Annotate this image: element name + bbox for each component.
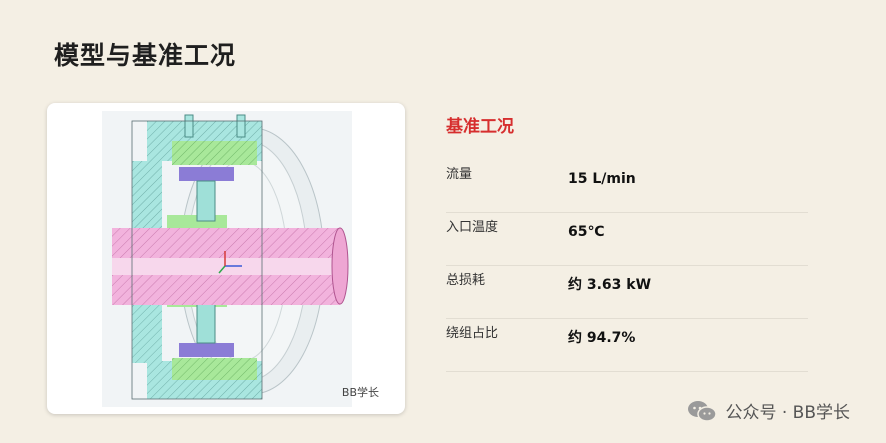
condition-value: 约 94.7% bbox=[568, 330, 636, 346]
image-watermark: BB学长 bbox=[341, 386, 379, 399]
condition-label: 流量 bbox=[446, 167, 473, 182]
wechat-icon bbox=[687, 400, 718, 422]
conditions-title: 基准工况 bbox=[446, 117, 514, 137]
condition-row-winding-share: 绕组占比 约 94.7% bbox=[446, 319, 808, 372]
condition-row-flow: 流量 15 L/min bbox=[446, 160, 808, 213]
condition-value: 约 3.63 kW bbox=[568, 277, 652, 293]
footer-account: 公众号 · BB学长 bbox=[687, 398, 850, 423]
footer-text: 公众号 · BB学长 bbox=[725, 403, 850, 423]
page-title: 模型与基准工况 bbox=[54, 41, 237, 70]
condition-label: 总损耗 bbox=[446, 273, 486, 288]
condition-label: 绕组占比 bbox=[446, 326, 499, 341]
condition-row-inlet-temp: 入口温度 65℃ bbox=[446, 213, 808, 266]
condition-label: 入口温度 bbox=[446, 220, 499, 235]
condition-value: 65℃ bbox=[568, 224, 605, 240]
condition-row-total-loss: 总损耗 约 3.63 kW bbox=[446, 266, 808, 319]
condition-value: 15 L/min bbox=[568, 171, 636, 187]
motor-cross-section-image bbox=[102, 111, 352, 407]
model-image-card: BB学长 bbox=[47, 103, 405, 414]
